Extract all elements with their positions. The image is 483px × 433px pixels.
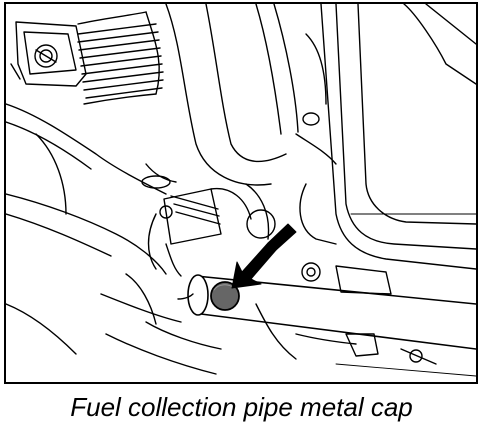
intake-manifold bbox=[299, 4, 476, 270]
engine-line-drawing bbox=[6, 4, 476, 377]
callout-arrow bbox=[231, 223, 297, 289]
lower-engine-parts bbox=[6, 262, 476, 377]
engine-illustration-frame bbox=[4, 2, 478, 384]
hose-clamp-connector bbox=[147, 183, 276, 277]
metal-cap bbox=[210, 281, 240, 311]
central-air-duct bbox=[165, 4, 337, 186]
left-hoses bbox=[6, 103, 177, 275]
bracket-bolt bbox=[34, 44, 58, 68]
figure-caption: Fuel collection pipe metal cap bbox=[70, 392, 413, 422]
mounting-bracket bbox=[10, 21, 87, 87]
corrugated-intake-hose bbox=[77, 11, 164, 105]
